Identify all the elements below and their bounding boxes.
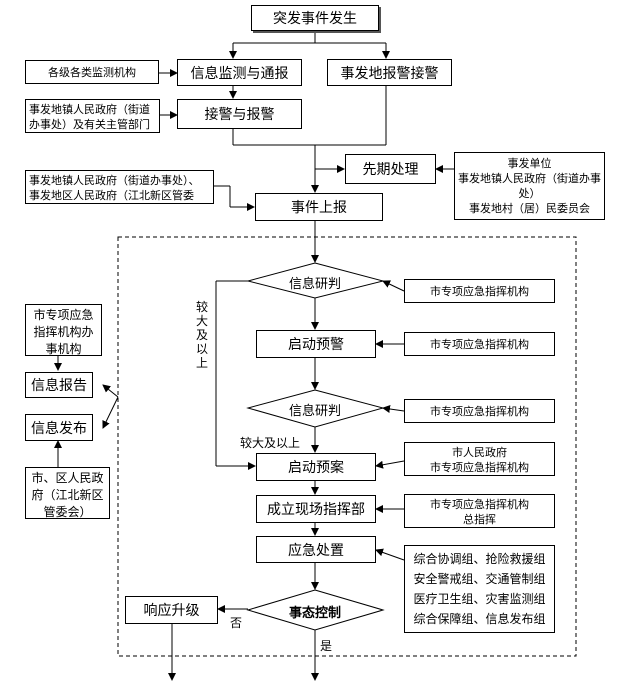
response-group-4: 综合保障组、信息发布组 bbox=[413, 612, 546, 626]
first-aid-label: 先期处理 bbox=[362, 162, 419, 178]
receive-label: 接警与报警 bbox=[204, 107, 275, 123]
research2-org-note: 市专项应急指挥机构 bbox=[404, 399, 555, 423]
response-node: 应急处置 bbox=[256, 536, 376, 563]
first-aid-org-1: 事发单位 bbox=[507, 157, 552, 170]
start-node: 突发事件发生 bbox=[251, 5, 379, 31]
response-group-1: 综合协调组、抢险救援组 bbox=[413, 552, 546, 566]
plan-org-2: 市专项应急指挥机构 bbox=[430, 461, 529, 474]
first-aid-org-3: 事发地村（居）民委员会 bbox=[469, 202, 590, 215]
warning-label: 启动预警 bbox=[288, 337, 344, 353]
start-label: 突发事件发生 bbox=[273, 11, 357, 27]
upgrade-label: 响应升级 bbox=[143, 603, 200, 619]
research2-label: 信息研判 bbox=[288, 404, 341, 419]
left-bottom-org-text: 市、区人民政府（江北新区管委会） bbox=[31, 471, 104, 519]
report-label: 事件上报 bbox=[291, 200, 347, 216]
report-org-text: 事发地镇人民政府（街道办事处）、事发地区人民政府（江北新区管委会） bbox=[29, 174, 200, 202]
response-groups-note: 综合协调组、抢险救援组 安全警戒组、交通管制组 医疗卫生组、灾害监测组 综合保障… bbox=[404, 545, 555, 633]
report-node: 事件上报 bbox=[255, 193, 383, 221]
command-orgs-note: 市专项应急指挥机构 总指挥 bbox=[404, 494, 555, 528]
no-label: 否 bbox=[230, 616, 243, 630]
response-label: 应急处置 bbox=[288, 542, 344, 559]
plan-orgs-note: 市人民政府 市专项应急指挥机构 bbox=[404, 442, 555, 476]
larger-label-vertical: 较大及以上 bbox=[196, 300, 209, 370]
left-bottom-org-note: 市、区人民政府（江北新区管委会） bbox=[25, 467, 110, 519]
monitor-org-text: 各级各类监测机构 bbox=[48, 65, 136, 79]
upgrade-node: 响应升级 bbox=[125, 596, 218, 624]
local-alarm-label: 事发地报警接警 bbox=[340, 65, 439, 82]
control-diamond bbox=[246, 589, 385, 631]
plan-label: 启动预案 bbox=[288, 460, 344, 476]
warning-org-note: 市专项应急指挥机构 bbox=[404, 332, 555, 356]
first-aid-orgs-note: 事发单位 事发地镇人民政府（街道办事处） 事发地村（居）民委员会 bbox=[454, 152, 605, 220]
info-report-node: 信息报告 bbox=[25, 372, 93, 398]
response-group-2: 安全警戒组、交通管制组 bbox=[413, 572, 546, 586]
monitor-label: 信息监测与通报 bbox=[190, 65, 289, 82]
research1-label: 信息研判 bbox=[288, 277, 341, 292]
command-node: 成立现场指挥部 bbox=[256, 495, 376, 523]
research1-org-note: 市专项应急指挥机构 bbox=[404, 279, 555, 303]
control-label: 事态控制 bbox=[288, 606, 341, 621]
warning-node: 启动预警 bbox=[256, 330, 376, 358]
left-top-org-text: 市专项应急指挥机构办事机构 bbox=[33, 308, 94, 356]
research2-diamond bbox=[246, 389, 385, 428]
monitor-node: 信息监测与通报 bbox=[177, 59, 302, 86]
left-top-org-note: 市专项应急指挥机构办事机构 bbox=[25, 304, 102, 356]
research1-org-text: 市专项应急指挥机构 bbox=[430, 284, 529, 298]
larger-label-horizontal: 较大及以上 bbox=[240, 436, 301, 450]
command-org-1: 市专项应急指挥机构 bbox=[430, 498, 529, 511]
info-release-label: 信息发布 bbox=[31, 420, 87, 437]
first-aid-org-2: 事发地镇人民政府（街道办事处） bbox=[458, 172, 601, 200]
warning-org-text: 市专项应急指挥机构 bbox=[430, 337, 529, 351]
local-alarm-node: 事发地报警接警 bbox=[327, 59, 452, 86]
report-org-note: 事发地镇人民政府（街道办事处）、事发地区人民政府（江北新区管委会） bbox=[25, 170, 214, 204]
receive-org-text: 事发地镇人民政府（街道办事处）及有关主管部门 bbox=[29, 103, 150, 131]
research1-diamond bbox=[246, 262, 384, 299]
plan-node: 启动预案 bbox=[256, 453, 376, 481]
receive-node: 接警与报警 bbox=[177, 99, 302, 129]
response-group-3: 医疗卫生组、灾害监测组 bbox=[413, 592, 546, 606]
receive-org-note: 事发地镇人民政府（街道办事处）及有关主管部门 bbox=[25, 99, 160, 133]
research2-org-text: 市专项应急指挥机构 bbox=[430, 404, 529, 418]
command-org-2: 总指挥 bbox=[463, 513, 496, 526]
info-release-node: 信息发布 bbox=[25, 414, 93, 441]
plan-org-1: 市人民政府 bbox=[452, 446, 507, 459]
first-aid-node: 先期处理 bbox=[345, 154, 436, 184]
monitor-org-note: 各级各类监测机构 bbox=[25, 60, 159, 84]
yes-label: 是 bbox=[320, 639, 333, 653]
command-label: 成立现场指挥部 bbox=[267, 502, 365, 518]
info-report-label: 信息报告 bbox=[31, 378, 87, 394]
